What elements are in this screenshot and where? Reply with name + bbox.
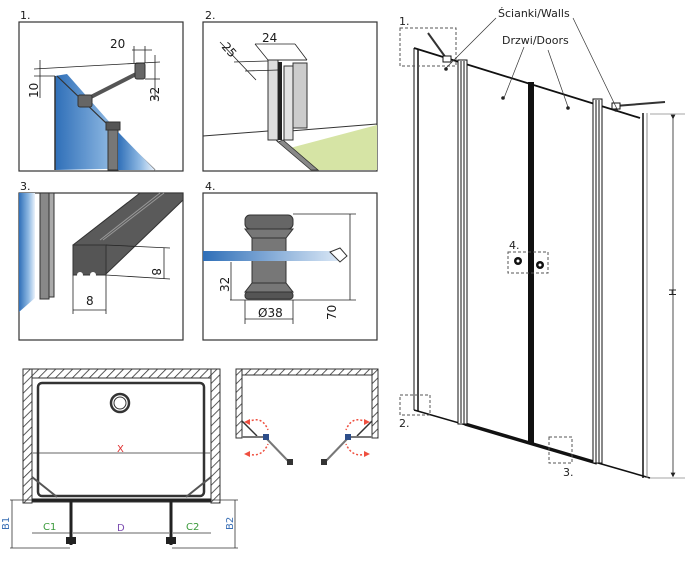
panel-1-dim-right: 32 xyxy=(148,87,162,102)
callout-box-3 xyxy=(548,436,573,464)
dim-h-label: H xyxy=(668,288,679,296)
callout-box-2 xyxy=(399,394,431,416)
panel-3-dim-height: 8 xyxy=(149,268,163,276)
dim-x-label: X xyxy=(117,444,124,455)
detail-panel-4: 4. Ø38 32 70 xyxy=(202,180,378,341)
panel-3-dim-width: 8 xyxy=(86,294,94,308)
dim-d-label: D xyxy=(117,523,125,534)
dim-c2-label: C2 xyxy=(186,522,199,533)
panel-2-dim-top: 24 xyxy=(262,31,277,45)
dim-b2-label: B2 xyxy=(225,517,236,530)
detail-panel-2: 2. 24 25 xyxy=(202,9,378,172)
panel-1-dim-left: 10 xyxy=(27,83,41,98)
walls-label: Ścianki/Walls xyxy=(498,7,570,20)
opening-plan-view xyxy=(235,368,379,465)
shower-tray-outline xyxy=(36,381,206,498)
swing-arrow-icon xyxy=(244,419,250,425)
panel-2-number: 2. xyxy=(205,9,216,22)
panel-4-number: 4. xyxy=(205,180,216,193)
callout-1-label: 1. xyxy=(399,15,410,28)
panel-1-dim-top: 20 xyxy=(110,37,125,51)
dim-b1-label: B1 xyxy=(1,517,12,530)
panel-3-number: 3. xyxy=(20,180,31,193)
callout-3-label: 3. xyxy=(563,466,574,479)
wall-bracket-icon xyxy=(427,32,447,59)
panel-4-dim-diameter: Ø38 xyxy=(258,306,283,320)
detail-panel-3: 3. 8 8 xyxy=(18,180,184,341)
dim-c1-label: C1 xyxy=(43,522,56,533)
callout-2-label: 2. xyxy=(399,417,410,430)
callout-box-4 xyxy=(507,251,549,274)
callout-4-label: 4. xyxy=(509,239,520,252)
doors-label: Drzwi/Doors xyxy=(502,34,569,47)
plan-view: X C1 D C2 B1 B2 xyxy=(1,368,238,549)
door-center-divider xyxy=(528,82,534,444)
callout-box-1 xyxy=(399,27,457,67)
panel-4-dim-right: 70 xyxy=(325,305,339,320)
wall-arm-icon xyxy=(84,70,141,102)
shower-tray-floor-icon xyxy=(290,125,377,170)
panel-4-dim-left: 32 xyxy=(218,277,232,292)
detail-panel-1: 1. 20 10 32 xyxy=(18,9,184,172)
panel-1-number: 1. xyxy=(20,9,31,22)
main-elevation-view: 1. 2. 3. 4. Ścianki/Walls Drzwi/Doors H xyxy=(399,7,685,479)
wall-profile-icon xyxy=(267,59,279,141)
glass-rod-icon xyxy=(203,251,338,261)
